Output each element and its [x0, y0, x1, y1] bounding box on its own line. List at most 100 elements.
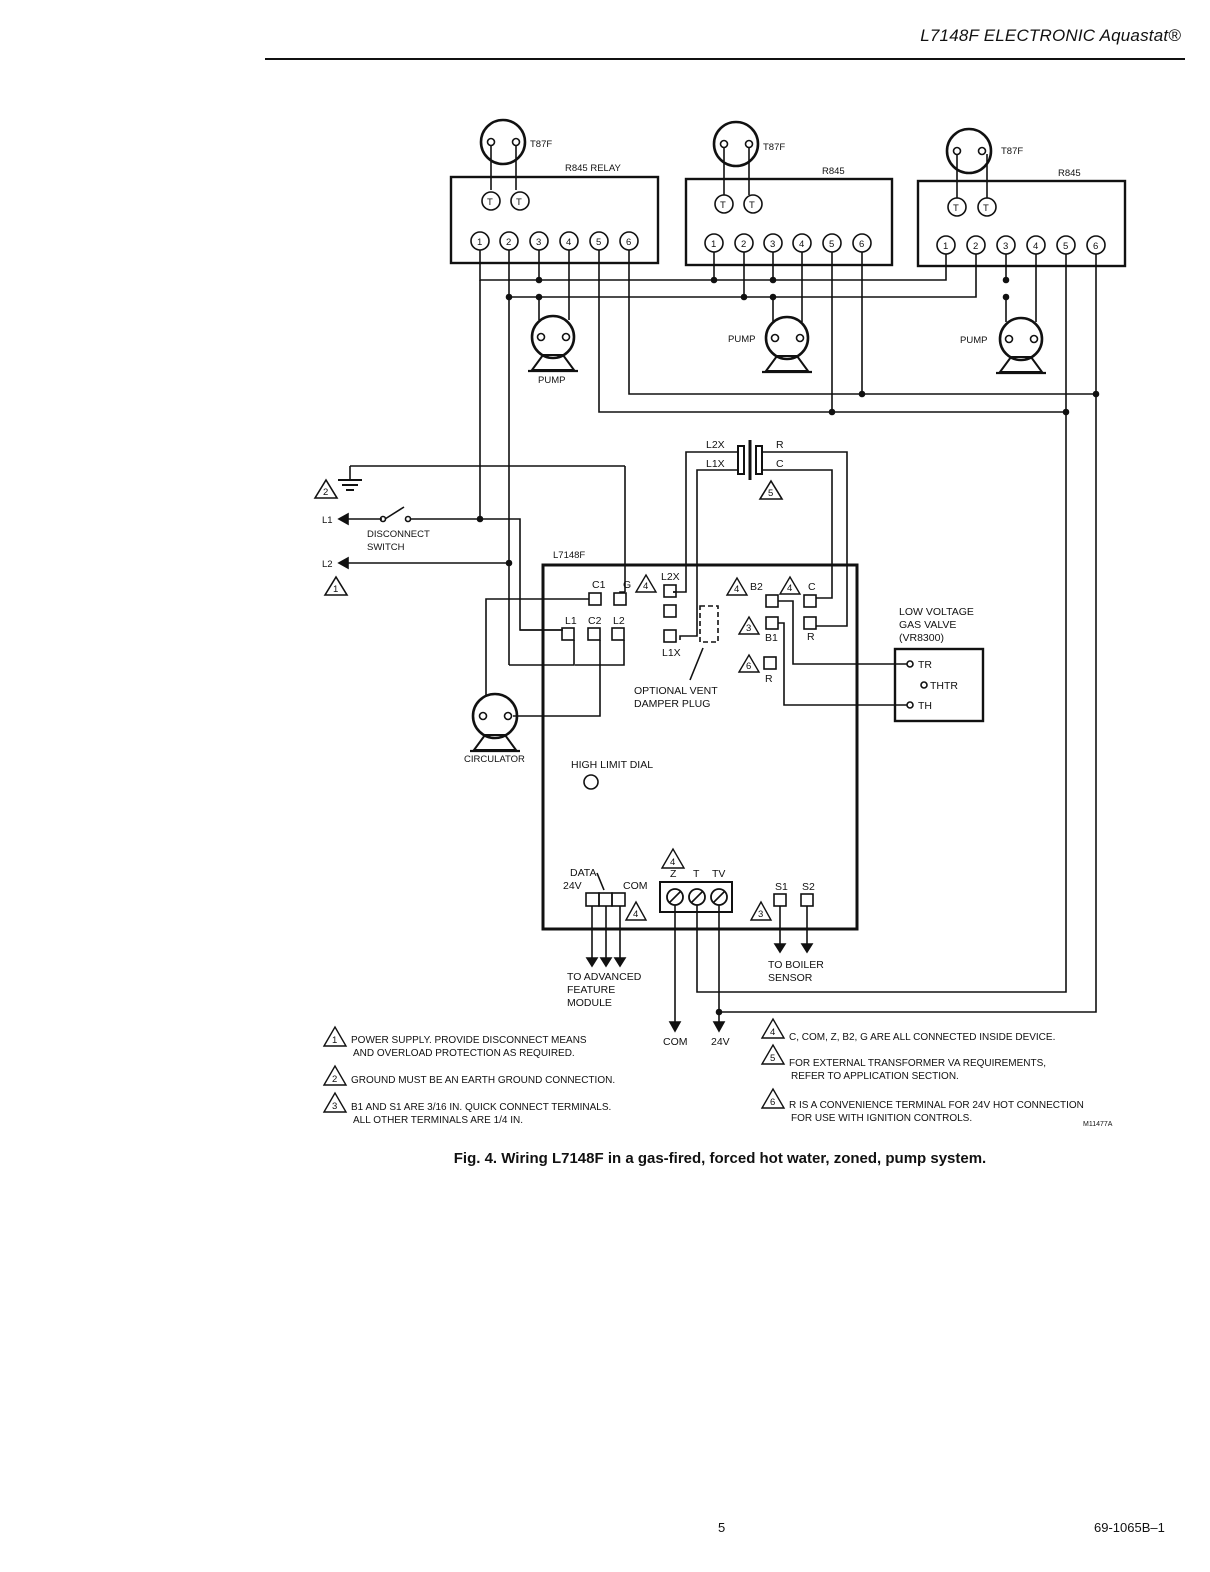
adv-label-2: FEATURE — [567, 984, 615, 996]
relay-1-t2: T — [516, 197, 522, 208]
relay-1-terminals: 1 2 3 4 5 6 — [470, 231, 639, 251]
figure-caption: Fig. 4. Wiring L7148F in a gas-fired, fo… — [0, 1150, 1210, 1167]
note-1-num: 1 — [332, 1035, 337, 1046]
relay-2-t2: T — [749, 200, 755, 211]
note-3-num: 3 — [332, 1101, 337, 1112]
relay-bus-wiring — [479, 250, 1100, 416]
relay-2-term-3: 3 — [770, 239, 775, 250]
relay-2-term-4: 4 — [799, 239, 804, 250]
relay-3-terminals: 1 2 3 4 5 6 — [936, 235, 1106, 255]
term-c-label: C — [808, 581, 816, 593]
relay-3-term-4: 4 — [1033, 241, 1038, 252]
note-5-marker-num: 5 — [768, 488, 773, 499]
pump-1-label: PUMP — [538, 375, 565, 386]
gas-valve-tr: TR — [918, 659, 932, 671]
power-supply: 2 L1 DISCONNECT SWITCH L2 1 — [313, 280, 626, 665]
gas-valve-thtr: THTR — [930, 680, 958, 692]
transformer-c: C — [776, 458, 784, 470]
figure-id: M11477A — [1083, 1121, 1113, 1128]
boiler-label-2: SENSOR — [768, 972, 813, 984]
relay-3-label: R845 — [1058, 168, 1081, 179]
term-l1-label: L1 — [565, 615, 577, 627]
pump-1: PUMP — [528, 250, 578, 386]
relay-3-term-3: 3 — [1003, 241, 1008, 252]
note-3-line1: B1 AND S1 ARE 3/16 IN. QUICK CONNECT TER… — [351, 1102, 611, 1113]
note-6-marker: 6 — [746, 661, 751, 672]
relay-1-term-2: 2 — [506, 237, 511, 248]
l2-label: L2 — [322, 559, 333, 570]
l1-arrow-icon — [337, 512, 349, 526]
l1-label: L1 — [322, 515, 333, 526]
notes: 1 POWER SUPPLY. PROVIDE DISCONNECT MEANS… — [322, 1017, 1113, 1128]
relay-1-term-5: 5 — [596, 237, 601, 248]
adv-label-3: MODULE — [567, 997, 612, 1009]
vent-label-1: OPTIONAL VENT — [634, 685, 718, 697]
transformer-l1x: L1X — [706, 458, 725, 470]
high-limit-dial-icon — [583, 774, 599, 790]
relay-2-label: R845 — [822, 166, 845, 177]
circulator-icon — [471, 692, 519, 740]
page-header: L7148F ELECTRONIC Aquastat® — [265, 22, 1185, 60]
page-number: 5 — [718, 1520, 726, 1535]
boiler-label-1: TO BOILER — [768, 959, 824, 971]
note-2-marker — [313, 478, 339, 499]
zone-3: T87F R845 T T 1 2 3 4 5 6 — [916, 127, 1127, 268]
relay-1-term-1: 1 — [477, 237, 482, 248]
term-data-label: DATA — [570, 867, 596, 879]
controller-box — [541, 563, 859, 931]
note-6-line1: R IS A CONVENIENCE TERMINAL FOR 24V HOT … — [789, 1100, 1084, 1111]
thermostat-1-icon — [479, 118, 527, 166]
note-5-marker — [758, 479, 784, 500]
circulator: CIRCULATOR — [464, 598, 601, 765]
pump-3-icon — [998, 316, 1044, 362]
gas-valve: LOW VOLTAGE GAS VALVE (VR8300) TR THTR T… — [778, 600, 985, 723]
transformer-r: R — [776, 439, 784, 451]
term-c2-label: C2 — [588, 615, 602, 627]
zone-1: T87F R845 RELAY T T 1 2 3 4 5 6 — [449, 118, 660, 265]
note-1-marker-num: 1 — [333, 584, 338, 595]
output-leads: TO ADVANCED FEATURE MODULE TO BOILER SEN… — [567, 394, 1097, 1048]
relay-2-terminals: 1 2 3 4 5 6 — [704, 233, 872, 253]
term-24v-label: 24V — [563, 880, 582, 892]
term-r2-label: R — [765, 673, 773, 685]
note-4-marker-d: 4 — [670, 857, 675, 868]
disconnect-label-2: SWITCH — [367, 542, 405, 553]
note-1-line2: AND OVERLOAD PROTECTION AS REQUIRED. — [353, 1048, 575, 1059]
pump-2: PUMP — [728, 252, 812, 374]
relay-1-term-6: 6 — [626, 237, 631, 248]
controller-power-wiring — [509, 591, 676, 666]
note-6-line2: FOR USE WITH IGNITION CONTROLS. — [791, 1113, 972, 1124]
relay-2-term-5: 5 — [829, 239, 834, 250]
figure-caption-text: Fig. 4. Wiring L7148F in a gas-fired, fo… — [453, 1150, 987, 1167]
note-2-line1: GROUND MUST BE AN EARTH GROUND CONNECTIO… — [351, 1075, 615, 1086]
term-z-label: Z — [670, 868, 677, 880]
relay-2-box — [684, 177, 894, 267]
relay-1-term-4: 4 — [566, 237, 571, 248]
term-l1x-label: L1X — [662, 647, 681, 659]
relay-1-label: R845 RELAY — [565, 163, 621, 174]
term-b2-label: B2 — [750, 581, 763, 593]
header-title: L7148F ELECTRONIC Aquastat® — [920, 26, 1181, 45]
thermostat-2-icon — [712, 120, 760, 168]
relay-3-t2: T — [983, 203, 989, 214]
gas-valve-th: TH — [918, 700, 932, 712]
term-g-label: G — [623, 579, 631, 591]
note-4-marker-b: 4 — [734, 584, 739, 595]
note-5-num: 5 — [770, 1053, 775, 1064]
note-5-line1: FOR EXTERNAL TRANSFORMER VA REQUIREMENTS… — [789, 1058, 1046, 1069]
pump-2-label: PUMP — [728, 334, 755, 345]
term-s1-label: S1 — [775, 881, 788, 893]
pump-2-icon — [764, 315, 810, 361]
thermostat-3-label: T87F — [1001, 146, 1023, 157]
note-3-marker-b: 3 — [758, 909, 763, 920]
term-t-label: T — [693, 868, 700, 880]
relay-3-box — [916, 179, 1127, 268]
thermostat-3-icon — [945, 127, 993, 175]
term-c1-label: C1 — [592, 579, 606, 591]
note-3-marker-a: 3 — [746, 623, 751, 634]
zone-2: T87F R845 T T 1 2 3 4 5 6 — [684, 120, 894, 267]
relay-2-t1: T — [720, 200, 726, 211]
transformer-l2x: L2X — [706, 439, 725, 451]
gas-valve-line3: (VR8300) — [899, 632, 944, 644]
gas-valve-line1: LOW VOLTAGE — [899, 606, 974, 618]
